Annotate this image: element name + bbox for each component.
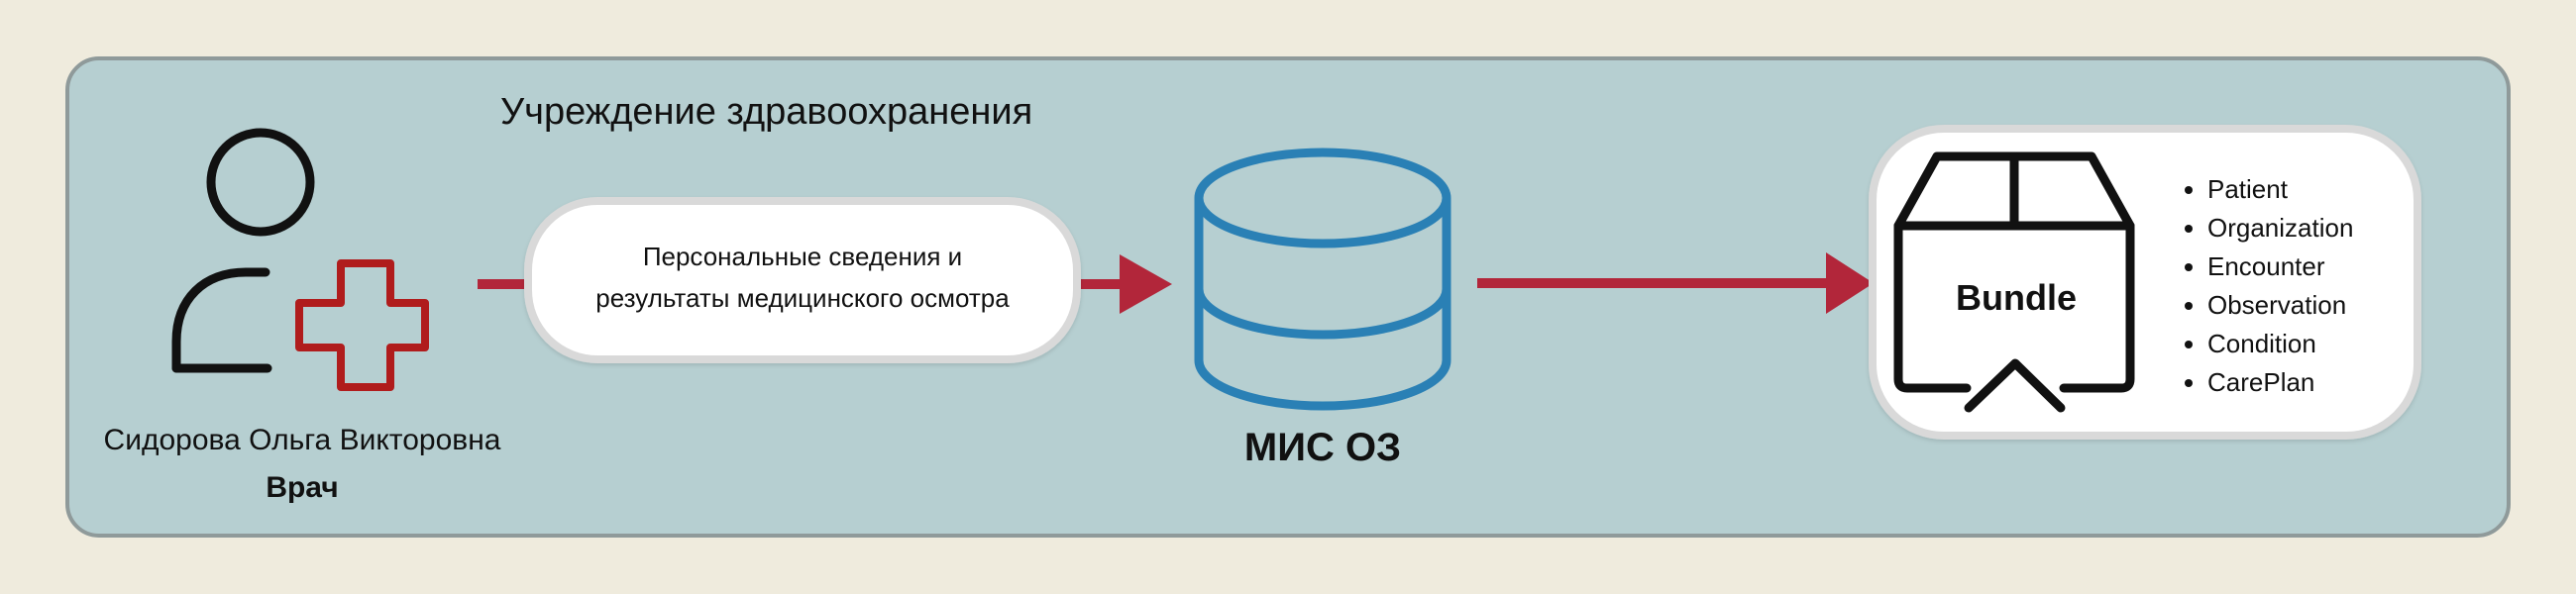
person-head-icon (206, 128, 315, 237)
message-line-1: Персональные сведения и (642, 242, 963, 271)
bundle-resource-item: CarePlan (2207, 363, 2353, 402)
message-line-2: результаты медицинского осмотра (595, 283, 1010, 313)
person-role: Врач (266, 471, 339, 504)
medical-cross-icon (295, 259, 429, 391)
arrow-head-to-database (1120, 254, 1172, 314)
bundle-resource-item: Organization (2207, 209, 2353, 248)
database-bottom-ring (1194, 289, 1451, 411)
person-name: Сидорова Ольга Викторовна (103, 424, 501, 456)
bundle-card (1869, 125, 2421, 440)
database-icon (1194, 148, 1451, 411)
organization-label: Учреждение здравоохранения (500, 91, 1033, 133)
bundle-resource-item: Observation (2207, 286, 2353, 325)
database-middle-ring (1194, 198, 1451, 340)
arrow-head-to-bundle (1826, 252, 1874, 314)
bundle-resource-item: Encounter (2207, 248, 2353, 286)
message-text: Персональные сведения и результаты медиц… (528, 198, 1077, 356)
bundle-resource-list: PatientOrganizationEncounterObservationC… (2180, 170, 2353, 402)
box-chevron-up-icon (1964, 358, 2066, 413)
system-label: МИС ОЗ (1243, 426, 1402, 469)
doctor-person-icon (171, 128, 315, 373)
bundle-resource-item: Condition (2207, 325, 2353, 363)
bundle-label: Bundle (1956, 277, 2077, 318)
box-body-left (1893, 221, 2135, 393)
bundle-resource-item: Patient (2207, 170, 2353, 209)
message-pill (524, 197, 1081, 363)
package-box-icon (1893, 151, 2135, 413)
person-body-icon (171, 267, 270, 373)
